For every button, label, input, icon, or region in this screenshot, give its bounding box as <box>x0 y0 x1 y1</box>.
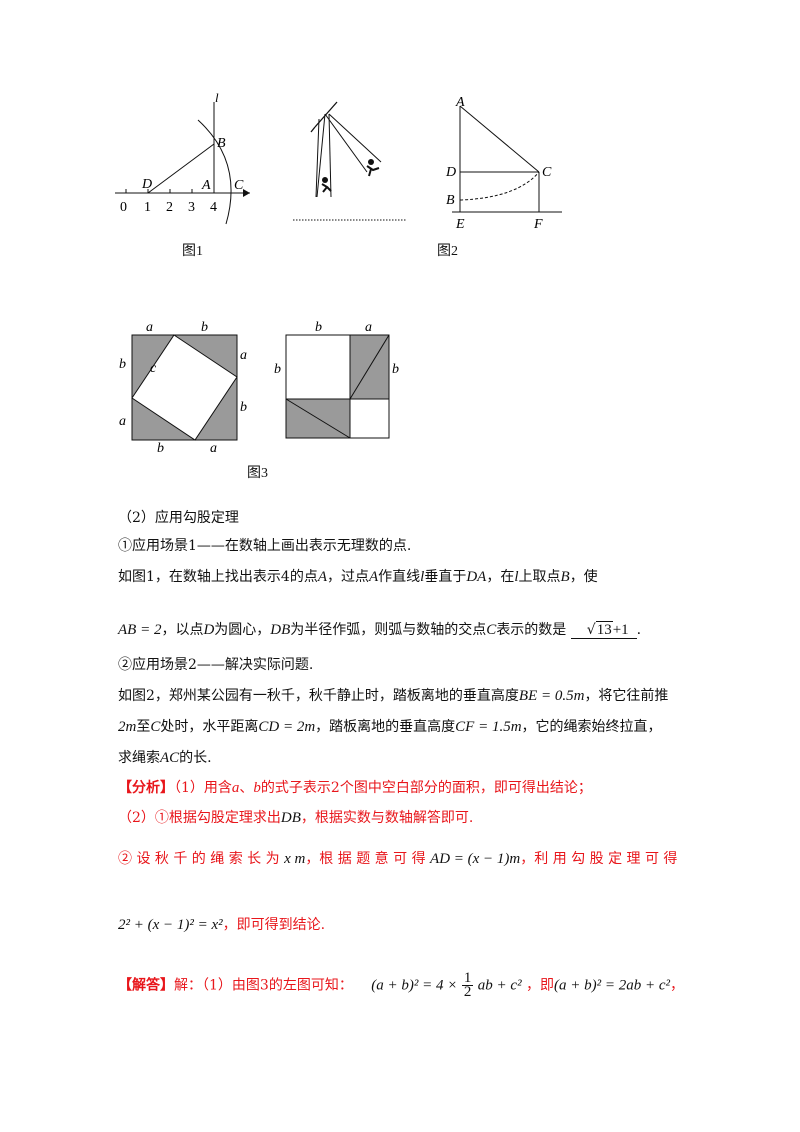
fig1-tick-0: 0 <box>120 200 127 215</box>
fig3-right-right-b: b <box>392 362 399 377</box>
figure-3-left-square: a b b c a a b b a <box>119 320 247 456</box>
analysis-line-3: ② 设 秋 千 的 绳 索 长 为 x m，根 据 题 意 可 得 AD = (… <box>118 851 678 867</box>
fig2-label-A: A <box>455 95 465 110</box>
paragraph-fig1-arc: AB = 2，以点D为圆心，DB为半径作弧，则弧与数轴的交点C表示的数是 √13… <box>118 621 642 639</box>
fig2-label-D: D <box>445 165 456 180</box>
paragraph-scene-1: ①应用场景1——在数轴上画出表示无理数的点. <box>118 538 412 554</box>
fig2-label-F: F <box>533 217 543 232</box>
fig2-label-E: E <box>455 217 465 232</box>
fig3-left-right-a: a <box>240 348 247 363</box>
paragraph-fig2-description-1: 如图2，郑州某公园有一秋千，秋千静止时，踏板离地的垂直高度BE = 0.5m，将… <box>118 688 669 704</box>
fig3-left-c: c <box>150 361 157 376</box>
paragraph-fig1-description: 如图1，在数轴上找出表示4的点A，过点A作直线l垂直于DA，在l上取点B，使 <box>118 569 598 585</box>
fig3-left-top-a: a <box>146 320 153 335</box>
fig2-label-C: C <box>542 165 552 180</box>
paragraph-scene-2: ②应用场景2——解决实际问题. <box>118 657 314 673</box>
analysis-line-2: （2）①根据勾股定理求出DB，根据实数与数轴解答即可. <box>118 810 474 826</box>
analysis-line-4: 2² + (x − 1)² = x²，即可得到结论. <box>118 917 326 933</box>
fig1-tick-2: 2 <box>166 200 173 215</box>
paragraph-heading-apply: （2）应用勾股定理 <box>118 510 239 526</box>
figure-1-number-line: l B D A C 0 1 2 3 4 <box>115 92 250 225</box>
fig3-left-left-a: a <box>119 414 126 429</box>
fig3-left-right-b: b <box>240 400 247 415</box>
fig3-caption: 图3 <box>247 466 268 481</box>
fig1-label-l: l <box>215 92 219 105</box>
fig3-right-left-b: b <box>274 362 281 377</box>
fig1-tick-4: 4 <box>210 200 217 215</box>
fig2-caption: 图2 <box>437 244 458 259</box>
fig3-right-top-b: b <box>315 320 322 335</box>
fig1-tick-1: 1 <box>144 200 151 215</box>
fig3-right-top-a: a <box>365 320 372 335</box>
fig1-tick-3: 3 <box>188 200 195 215</box>
fig1-label-A: A <box>201 178 211 193</box>
fig1-label-D: D <box>141 177 152 192</box>
paragraph-fig2-question: 求绳索AC的长. <box>118 750 212 766</box>
fig2-label-B: B <box>446 193 455 208</box>
fig3-left-top-b: b <box>201 320 208 335</box>
figure-2-swing-diagram: A D C B E F <box>445 95 562 232</box>
fig1-label-B: B <box>217 136 226 151</box>
analysis-line-1: 【分析】（1）用含a、b的式子表示2个图中空白部分的面积，即可得出结论； <box>118 780 592 796</box>
fig1-label-C: C <box>234 178 244 193</box>
fig3-left-bottom-a: a <box>210 441 217 456</box>
answer-blank: √13+1 <box>570 621 637 639</box>
fig3-left-bottom-b: b <box>157 441 164 456</box>
figure-3-right-square: b a b b <box>274 320 399 439</box>
paragraph-fig2-description-2: 2m至C处时，水平距离CD = 2m，踏板离地的垂直高度CF = 1.5m，它的… <box>118 719 662 735</box>
fig1-caption: 图1 <box>182 244 203 259</box>
swing-illustration <box>293 101 407 221</box>
fig3-left-left-b: b <box>119 357 126 372</box>
